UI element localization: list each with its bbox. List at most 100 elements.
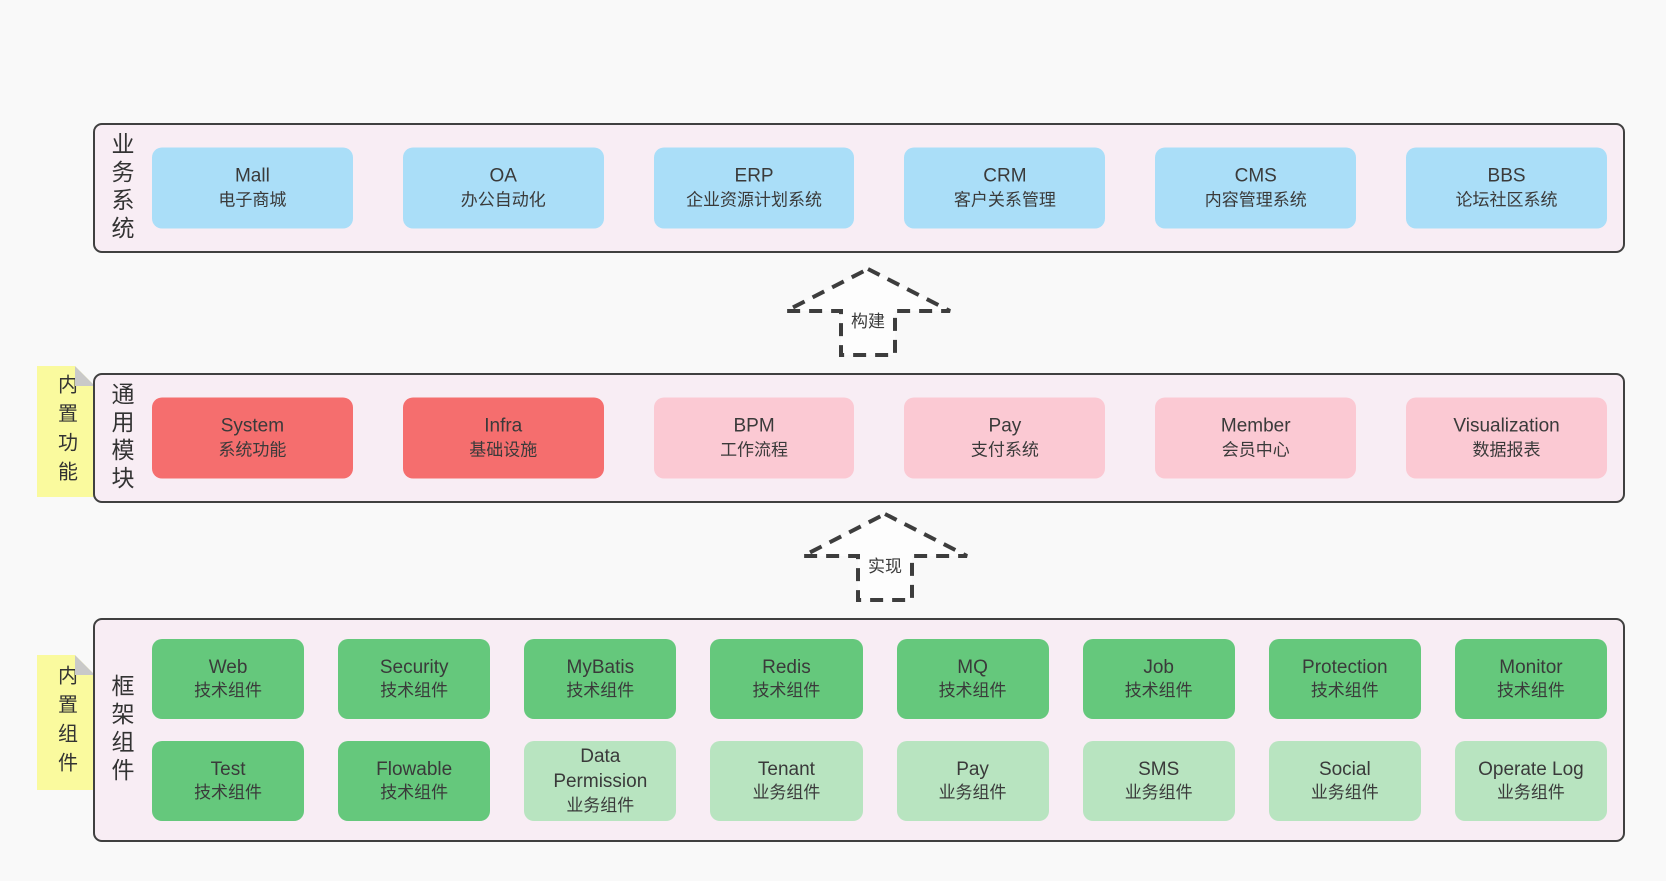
box-subtitle: 系统功能 — [218, 440, 287, 460]
box-pay-component: Pay 业务组件 — [896, 741, 1049, 821]
arrow-label-bg — [845, 308, 891, 334]
box-protection: Protection 技术组件 — [1268, 639, 1421, 719]
modules-box-row: System 系统功能 Infra 基础设施 BPM 工作流程 Pay 支付系统… — [152, 397, 1607, 479]
box-pay-module: Pay 支付系统 — [904, 397, 1106, 479]
box-title: Job — [1143, 656, 1174, 678]
box-web: Web 技术组件 — [152, 639, 305, 719]
box-title: BPM — [733, 415, 775, 437]
note-built-in-components: 内置组件 — [37, 655, 95, 790]
box-subtitle: 论坛社区系统 — [1455, 190, 1558, 210]
arrow-label-bg — [862, 553, 908, 579]
box-title: SMS — [1138, 758, 1180, 780]
box-redis: Redis 技术组件 — [710, 639, 863, 719]
box-tenant: Tenant 业务组件 — [710, 741, 863, 821]
box-mq: MQ 技术组件 — [896, 639, 1049, 719]
box-test: Test 技术组件 — [152, 741, 305, 821]
components-row-2: Test 技术组件 Flowable 技术组件 Data Permission … — [152, 741, 1607, 821]
box-monitor: Monitor 技术组件 — [1454, 639, 1607, 719]
box-subtitle: 技术组件 — [1310, 681, 1379, 701]
box-visualization: Visualization 数据报表 — [1406, 397, 1607, 479]
note-text: 内置组件 — [54, 664, 77, 781]
box-erp: ERP 企业资源计划系统 — [653, 147, 855, 229]
box-title: Web — [208, 656, 248, 678]
box-subtitle: 办公自动化 — [460, 190, 546, 210]
box-subtitle: 内容管理系统 — [1204, 190, 1307, 210]
box-title: Visualization — [1453, 415, 1560, 437]
box-title: OA — [489, 165, 517, 187]
box-data-permission: Data Permission 业务组件 — [524, 741, 677, 821]
box-title: Pay — [988, 415, 1022, 437]
box-title: Flowable — [376, 758, 453, 780]
arrow-build: 构建 — [785, 266, 951, 357]
box-title: Test — [210, 758, 246, 780]
box-subtitle: 技术组件 — [566, 681, 635, 701]
box-security: Security 技术组件 — [338, 639, 491, 719]
box-title: Operate Log — [1478, 758, 1584, 780]
box-cms: CMS 内容管理系统 — [1155, 147, 1357, 229]
box-subtitle: 技术组件 — [194, 783, 263, 803]
box-title: Redis — [762, 656, 811, 678]
components-row-1: Web 技术组件 Security 技术组件 MyBatis 技术组件 Redi… — [152, 639, 1607, 719]
box-title: MQ — [957, 656, 988, 678]
box-title: MyBatis — [566, 656, 635, 678]
box-flowable: Flowable 技术组件 — [338, 741, 491, 821]
box-subtitle: 技术组件 — [380, 783, 449, 803]
box-title: CMS — [1234, 165, 1277, 187]
layer-label-business: 业务系统 — [108, 132, 134, 244]
box-subtitle: 业务组件 — [752, 783, 821, 803]
business-box-row: Mall 电子商城 OA 办公自动化 ERP 企业资源计划系统 CRM 客户关系… — [152, 147, 1607, 229]
box-subtitle: 工作流程 — [720, 440, 789, 460]
box-title: System — [220, 415, 285, 437]
box-title: Pay — [956, 758, 989, 780]
box-title: Infra — [484, 415, 523, 437]
box-subtitle: 业务组件 — [566, 795, 635, 815]
box-subtitle: 业务组件 — [938, 783, 1007, 803]
box-operate-log: Operate Log 业务组件 — [1454, 741, 1607, 821]
box-sms: SMS 业务组件 — [1082, 741, 1235, 821]
box-crm: CRM 客户关系管理 — [904, 147, 1106, 229]
box-bpm: BPM 工作流程 — [653, 397, 855, 479]
box-social: Social 业务组件 — [1268, 741, 1421, 821]
box-title: Protection — [1302, 656, 1388, 678]
note-text: 内置功能 — [54, 373, 77, 490]
box-subtitle: 数据报表 — [1472, 440, 1541, 460]
box-title: Tenant — [757, 758, 815, 780]
box-title: BBS — [1487, 165, 1526, 187]
box-bbs: BBS 论坛社区系统 — [1406, 147, 1607, 229]
box-oa: OA 办公自动化 — [402, 147, 604, 229]
arrow-build-label: 构建 — [851, 312, 885, 331]
box-subtitle: 企业资源计划系统 — [686, 190, 823, 210]
panel-framework-components: 框架组件 Web 技术组件 Security 技术组件 MyBatis 技术组件… — [93, 618, 1625, 842]
box-subtitle: 业务组件 — [1124, 783, 1193, 803]
box-title: Social — [1318, 758, 1371, 780]
box-subtitle: 基础设施 — [469, 440, 538, 460]
folded-corner-icon — [75, 655, 95, 675]
arrow-implement: 实现 — [802, 511, 968, 602]
note-built-in-features: 内置功能 — [37, 366, 95, 497]
panel-business-systems: 业务系统 Mall 电子商城 OA 办公自动化 ERP 企业资源计划系统 CRM… — [93, 123, 1625, 253]
layer-label-modules: 通用模块 — [108, 382, 134, 494]
box-subtitle: 技术组件 — [1496, 681, 1565, 701]
box-title: ERP — [734, 165, 774, 187]
box-subtitle: 技术组件 — [752, 681, 821, 701]
box-system: System 系统功能 — [152, 397, 353, 479]
components-box-rows: Web 技术组件 Security 技术组件 MyBatis 技术组件 Redi… — [152, 639, 1607, 821]
box-mall: Mall 电子商城 — [152, 147, 353, 229]
box-infra: Infra 基础设施 — [402, 397, 604, 479]
arrow-implement-label: 实现 — [868, 557, 902, 576]
box-subtitle: 技术组件 — [938, 681, 1007, 701]
box-title: Member — [1220, 415, 1291, 437]
box-subtitle: 技术组件 — [194, 681, 263, 701]
box-job: Job 技术组件 — [1082, 639, 1235, 719]
box-member: Member 会员中心 — [1155, 397, 1357, 479]
layer-label-components: 框架组件 — [108, 674, 134, 786]
box-subtitle: 支付系统 — [970, 440, 1039, 460]
box-subtitle: 技术组件 — [380, 681, 449, 701]
box-title: Security — [379, 656, 449, 678]
box-subtitle: 会员中心 — [1221, 440, 1290, 460]
box-mybatis: MyBatis 技术组件 — [524, 639, 677, 719]
folded-corner-icon — [75, 366, 95, 386]
box-title: CRM — [983, 165, 1027, 187]
box-title: Monitor — [1499, 656, 1563, 678]
box-subtitle: 业务组件 — [1310, 783, 1379, 803]
